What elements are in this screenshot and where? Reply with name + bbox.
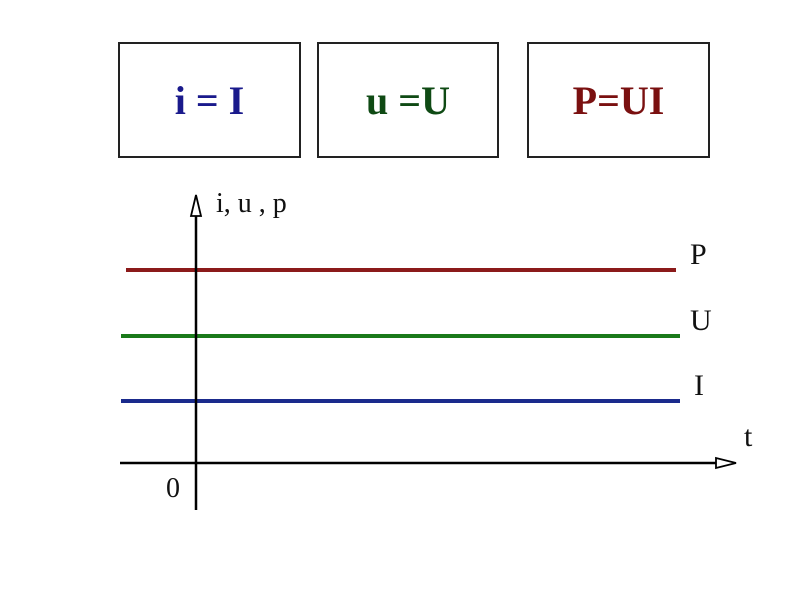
formula-box-current: i = I bbox=[118, 42, 301, 158]
formula-box-voltage: u =U bbox=[317, 42, 499, 158]
x-axis-label: t bbox=[744, 420, 753, 453]
series-label-i: I bbox=[694, 369, 704, 402]
x-axis-arrow-icon bbox=[715, 456, 737, 470]
series-label-p: P bbox=[690, 238, 707, 271]
formula-box-power: P=UI bbox=[527, 42, 710, 158]
series-label-u: U bbox=[690, 304, 712, 337]
y-axis-arrow-icon bbox=[189, 194, 203, 217]
formula-power-text: P=UI bbox=[572, 77, 665, 123]
y-axis-label: i, u , p bbox=[216, 188, 287, 219]
origin-label: 0 bbox=[166, 473, 180, 504]
formula-current-text: i = I bbox=[174, 77, 245, 123]
formula-voltage-text: u =U bbox=[366, 77, 450, 123]
